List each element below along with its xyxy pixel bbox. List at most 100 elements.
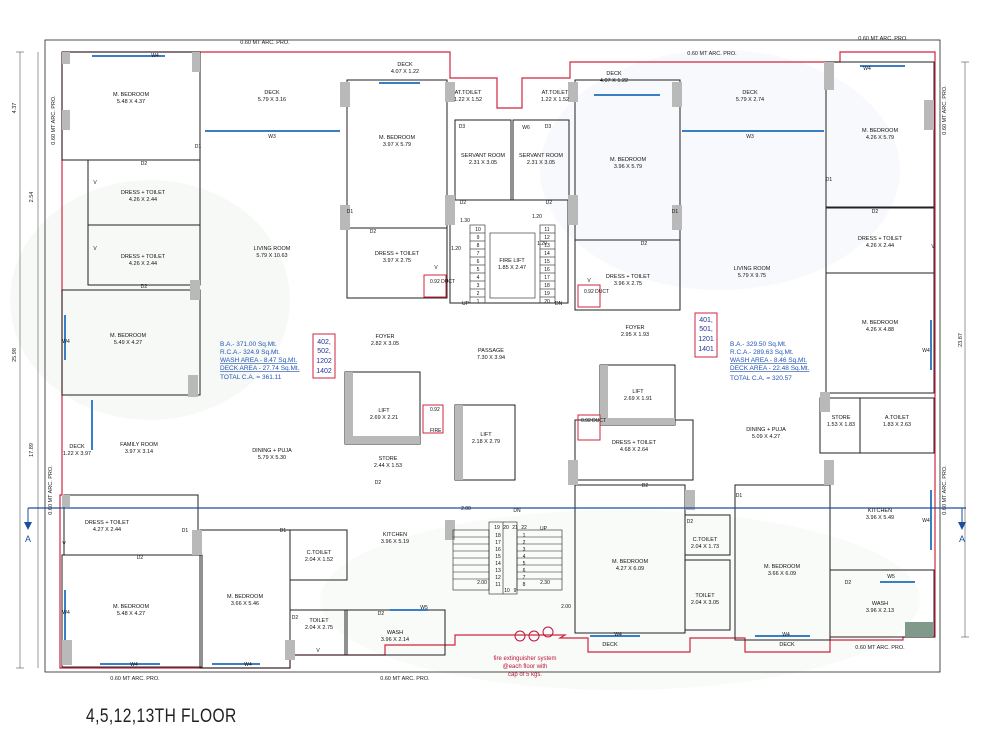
stair-number: 10	[475, 227, 481, 233]
misc-dimension: 1.20	[537, 241, 547, 247]
unit-right-no-2: 501,	[699, 326, 713, 333]
misc-dimension: 2.00	[461, 506, 471, 512]
room-name-toilet_r: TOILET	[695, 593, 715, 599]
door-window-tag: W4	[130, 662, 138, 668]
room-size-mbed_bcr: 4.27 X 6.09	[616, 566, 644, 572]
room-name-mbed_r2: M. BEDROOM	[862, 320, 898, 326]
arc-pro-top-left: 0.60 MT ARC. PRO.	[240, 40, 290, 46]
room-size-dining_l: 5.79 X 5.30	[258, 455, 286, 461]
misc-dimension: 2.00	[561, 604, 571, 610]
room-name-dt_l1: DRESS + TOILET	[121, 190, 166, 196]
fire-note-line-3: cap of 5 kgs.	[508, 672, 542, 678]
room-name-store_l: STORE	[379, 456, 398, 462]
room-size-mbed_tr: 4.26 X 5.79	[866, 135, 894, 141]
room-size-deck_top_l: 4.07 X 1.22	[391, 69, 419, 75]
stair-number: 8	[523, 582, 526, 588]
duct-label-3: 0.92	[430, 407, 440, 413]
door-window-tag: D2	[141, 284, 148, 290]
room-name-ctoilet_r: C.TOILET	[693, 537, 718, 543]
room-size-dt_l2: 4.26 X 2.44	[129, 261, 157, 267]
misc-dimension: 1.20	[451, 246, 461, 252]
room-size-deck_ml: 1.22 X 3.97	[63, 451, 91, 457]
room-name-deck_tl: DECK	[264, 90, 280, 96]
room-size-servant_l: 2.31 X 3.05	[469, 160, 497, 166]
unit-right-no-3: 1201	[698, 336, 714, 343]
room-name-lift_r: LIFT	[632, 389, 644, 395]
room-name-foyer_l: FOYER	[376, 334, 395, 340]
door-window-tag: D2	[375, 480, 382, 486]
arc-pro-right-side-2: 0.60 MT ARC. PRO.	[942, 465, 948, 515]
door-window-tag: D2	[546, 200, 553, 206]
stair-number: 19	[544, 291, 550, 297]
room-size-kitchen_r: 3.96 X 5.49	[866, 515, 894, 521]
stair-number: 8	[477, 243, 480, 249]
dim-left-2: 2.54	[29, 192, 35, 203]
room-size-dining_r: 5.09 X 4.27	[752, 434, 780, 440]
room-size-dt_cr: 3.96 X 2.75	[614, 281, 642, 287]
door-window-tag: W4	[863, 66, 871, 72]
room-size-deck_top_r: 4.07 X 1.22	[600, 78, 628, 84]
room-name-atoilet_l: AT.TOILET	[455, 90, 482, 96]
room-size-atoilet_l: 1.22 X 1.52	[454, 97, 482, 103]
stair-dn-lower: DN	[513, 508, 521, 514]
door-window-tag: D2	[872, 209, 879, 215]
room-size-mbed_br: 3.66 X 6.09	[768, 571, 796, 577]
fire-extinguisher-icon	[514, 626, 554, 642]
door-window-tag: W6	[522, 125, 530, 131]
door-window-tag: W5	[887, 574, 895, 580]
fire-note-line-1: fire extinguisher system	[493, 656, 556, 662]
misc-dimension: 2.00	[477, 580, 487, 586]
stair-dn-label: DN	[555, 301, 563, 307]
door-window-tag: W4	[62, 339, 70, 345]
door-window-tag: W4	[244, 662, 252, 668]
room-name-mbed_l2: M. BEDROOM	[110, 333, 146, 339]
dim-right-1: 23.87	[958, 333, 964, 347]
door-window-tag: D2	[641, 241, 648, 247]
stair-number: 22	[521, 525, 527, 531]
stair-number: 9	[477, 235, 480, 241]
stair-number: 11	[544, 227, 549, 233]
room-size-servant_r: 2.31 X 3.05	[527, 160, 555, 166]
stair-number: 17	[544, 275, 550, 281]
unit-right-no-1: 401,	[699, 317, 713, 324]
room-size-living_r: 5.79 X 9.75	[738, 273, 766, 279]
stair-number: 2	[523, 540, 526, 546]
door-window-tag: D3	[459, 124, 466, 130]
unit-right-deck: DECK AREA - 22.48 Sq.Mt.	[730, 365, 810, 372]
room-name-dt_c: DRESS + TOILET	[612, 440, 657, 446]
door-window-tag: D2	[642, 483, 649, 489]
unit-left-total: TOTAL C.A. = 361.11	[220, 374, 282, 381]
room-size-family: 3.97 X 3.14	[125, 449, 153, 455]
room-name-deck_ml: DECK	[69, 444, 85, 450]
room-size-mbed_cr: 3.96 X 5.79	[614, 164, 642, 170]
door-window-tag: W4	[922, 348, 930, 354]
room-size-ctoilet_r: 2.04 X 1.73	[691, 544, 719, 550]
stair-up-lower: UP	[540, 526, 548, 532]
dim-left-4: 17.89	[29, 443, 35, 457]
room-size-toilet_l: 2.04 X 2.75	[305, 625, 333, 631]
room-size-wash_l: 3.96 X 2.14	[381, 637, 409, 643]
stair-number: 16	[495, 547, 501, 553]
room-name-dt_cl: DRESS + TOILET	[375, 251, 420, 257]
misc-dimension: 2.30	[540, 580, 550, 586]
door-window-tag: D1	[280, 528, 287, 534]
door-window-tag: D2	[687, 519, 694, 525]
stair-number: 11	[495, 582, 500, 588]
room-size-deck_tr: 5.79 X 2.74	[736, 97, 764, 103]
floor-title: 4,5,12,13TH FLOOR	[86, 706, 237, 727]
room-name-mbed_tl: M. BEDROOM	[113, 92, 149, 98]
stair-number: 4	[523, 554, 526, 560]
unit-left-areas: B.A.- 371.00 Sq.Mt. R.C.A.- 324.9 Sq.Mt.…	[220, 339, 332, 381]
room-name-passage: PASSAGE	[478, 348, 504, 354]
arc-pro-bottom-mid: 0.60 MT ARC. PRO.	[380, 676, 430, 682]
stair-number: 7	[523, 575, 526, 581]
door-window-tag: V	[931, 244, 935, 250]
stair-number: 12	[495, 575, 501, 581]
room-size-mbed_bl: 5.48 X 4.27	[117, 611, 145, 617]
room-size-atoilet_b: 1.83 X 2.63	[883, 422, 911, 428]
room-size-atoilet_r: 1.22 X 1.52	[541, 97, 569, 103]
section-mark-right: A	[959, 534, 965, 544]
door-window-tag: D2	[845, 580, 852, 586]
door-window-tag: D2	[370, 229, 377, 235]
stair-number: 1	[477, 299, 480, 305]
